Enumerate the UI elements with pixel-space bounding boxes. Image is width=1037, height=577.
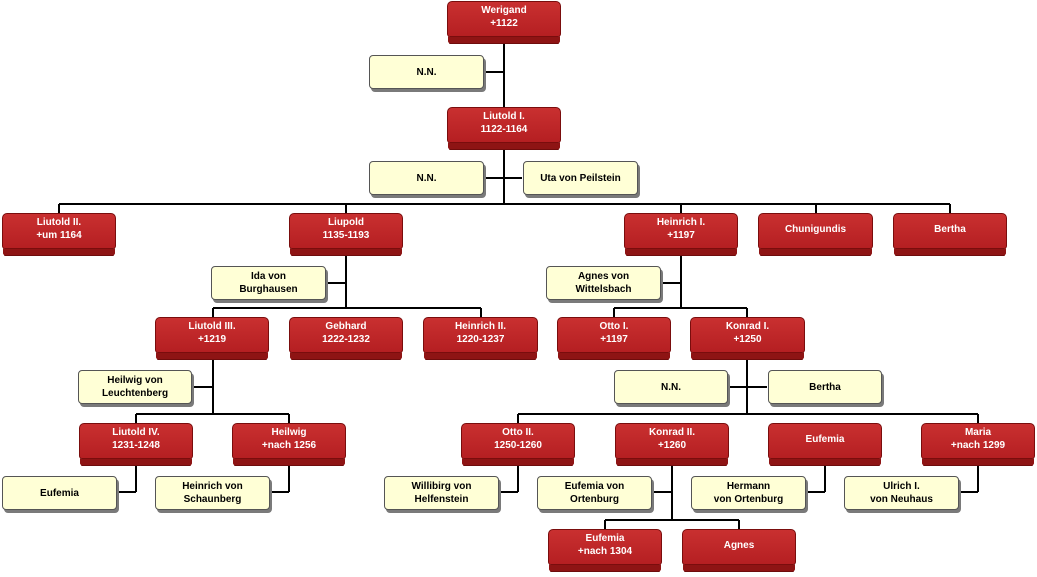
person-heinrich-1[interactable]: Heinrich I. +1197 [624,213,738,249]
person-liutold-3[interactable]: Liutold III. +1219 [155,317,269,353]
person-agnes[interactable]: Agnes [682,529,796,565]
person-bertha-1[interactable]: Bertha [893,213,1007,249]
spouse-willibirg-von-helfenstein[interactable]: Willibirg von Helfenstein [384,476,499,510]
spouse-heinrich-von-schaunberg[interactable]: Heinrich von Schaunberg [155,476,270,510]
person-liutold-1[interactable]: Liutold I. 1122-1164 [447,107,561,143]
spouse-ulrich-von-neuhaus[interactable]: Ulrich I. von Neuhaus [844,476,959,510]
spouse-nn-1[interactable]: N.N. [369,55,484,89]
person-liutold-4[interactable]: Liutold IV. 1231-1248 [79,423,193,459]
spouse-eufemia-von-ortenburg[interactable]: Eufemia von Ortenburg [537,476,652,510]
person-heilwig[interactable]: Heilwig +nach 1256 [232,423,346,459]
person-otto-1[interactable]: Otto I. +1197 [557,317,671,353]
person-maria[interactable]: Maria +nach 1299 [921,423,1035,459]
person-werigand[interactable]: Werigand +1122 [447,1,561,37]
spouse-agnes-von-wittelsbach[interactable]: Agnes von Wittelsbach [546,266,661,300]
spouse-nn-2[interactable]: N.N. [369,161,484,195]
spouse-eufemia[interactable]: Eufemia [2,476,117,510]
person-heinrich-2[interactable]: Heinrich II. 1220-1237 [423,317,538,353]
spouse-hermann-von-ortenburg[interactable]: Hermann von Ortenburg [691,476,806,510]
person-eufemia-1[interactable]: Eufemia [768,423,882,459]
person-otto-2[interactable]: Otto II. 1250-1260 [461,423,575,459]
spouse-uta-von-peilstein[interactable]: Uta von Peilstein [523,161,638,195]
spouse-nn-3[interactable]: N.N. [614,370,728,404]
person-konrad-1[interactable]: Konrad I. +1250 [690,317,805,353]
spouse-bertha-2[interactable]: Bertha [768,370,882,404]
person-eufemia-2[interactable]: Eufemia +nach 1304 [548,529,662,565]
spouse-ida-von-burghausen[interactable]: Ida von Burghausen [211,266,326,300]
spouse-heilwig-von-leuchtenberg[interactable]: Heilwig von Leuchtenberg [78,370,192,404]
person-gebhard[interactable]: Gebhard 1222-1232 [289,317,403,353]
person-chunigundis[interactable]: Chunigundis [758,213,873,249]
person-konrad-2[interactable]: Konrad II. +1260 [615,423,729,459]
person-liutold-2[interactable]: Liutold II. +um 1164 [2,213,116,249]
person-liupold[interactable]: Liupold 1135-1193 [289,213,403,249]
